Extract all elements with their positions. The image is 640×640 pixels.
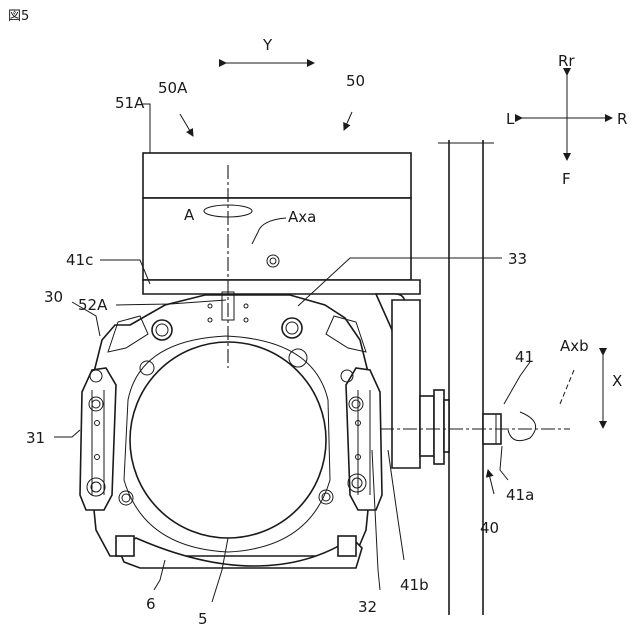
- compass-r-label: R: [617, 110, 627, 128]
- frame-plate: [438, 140, 494, 615]
- label-a: A: [184, 206, 195, 224]
- compass-l-label: L: [506, 110, 515, 128]
- label-axb: Axb: [560, 337, 589, 355]
- figure-number: 図5: [8, 9, 29, 24]
- label-41a: 41a: [506, 486, 534, 504]
- label-41c: 41c: [66, 251, 93, 269]
- label-32: 32: [358, 598, 377, 616]
- label-51a: 51A: [115, 94, 145, 112]
- y-axis-label: Y: [262, 36, 273, 54]
- x-axis-label: X: [612, 372, 622, 390]
- compass-f-label: F: [562, 170, 571, 188]
- direction-compass: Rr L R F: [506, 52, 627, 188]
- label-41b: 41b: [400, 576, 429, 594]
- label-33: 33: [508, 250, 527, 268]
- label-31: 31: [26, 429, 45, 447]
- label-41: 41: [515, 348, 534, 366]
- label-5: 5: [198, 610, 208, 628]
- left-side-link: [80, 368, 116, 510]
- x-direction-arrow: X: [603, 355, 622, 428]
- compass-rr-label: Rr: [558, 52, 575, 70]
- label-40: 40: [480, 519, 499, 537]
- label-50: 50: [346, 72, 365, 90]
- y-direction-arrow: Y: [226, 36, 314, 63]
- label-50a: 50A: [158, 79, 188, 97]
- label-52a: 52A: [78, 296, 108, 314]
- label-6: 6: [146, 595, 156, 613]
- label-30: 30: [44, 288, 63, 306]
- label-axa: Axa: [288, 208, 316, 226]
